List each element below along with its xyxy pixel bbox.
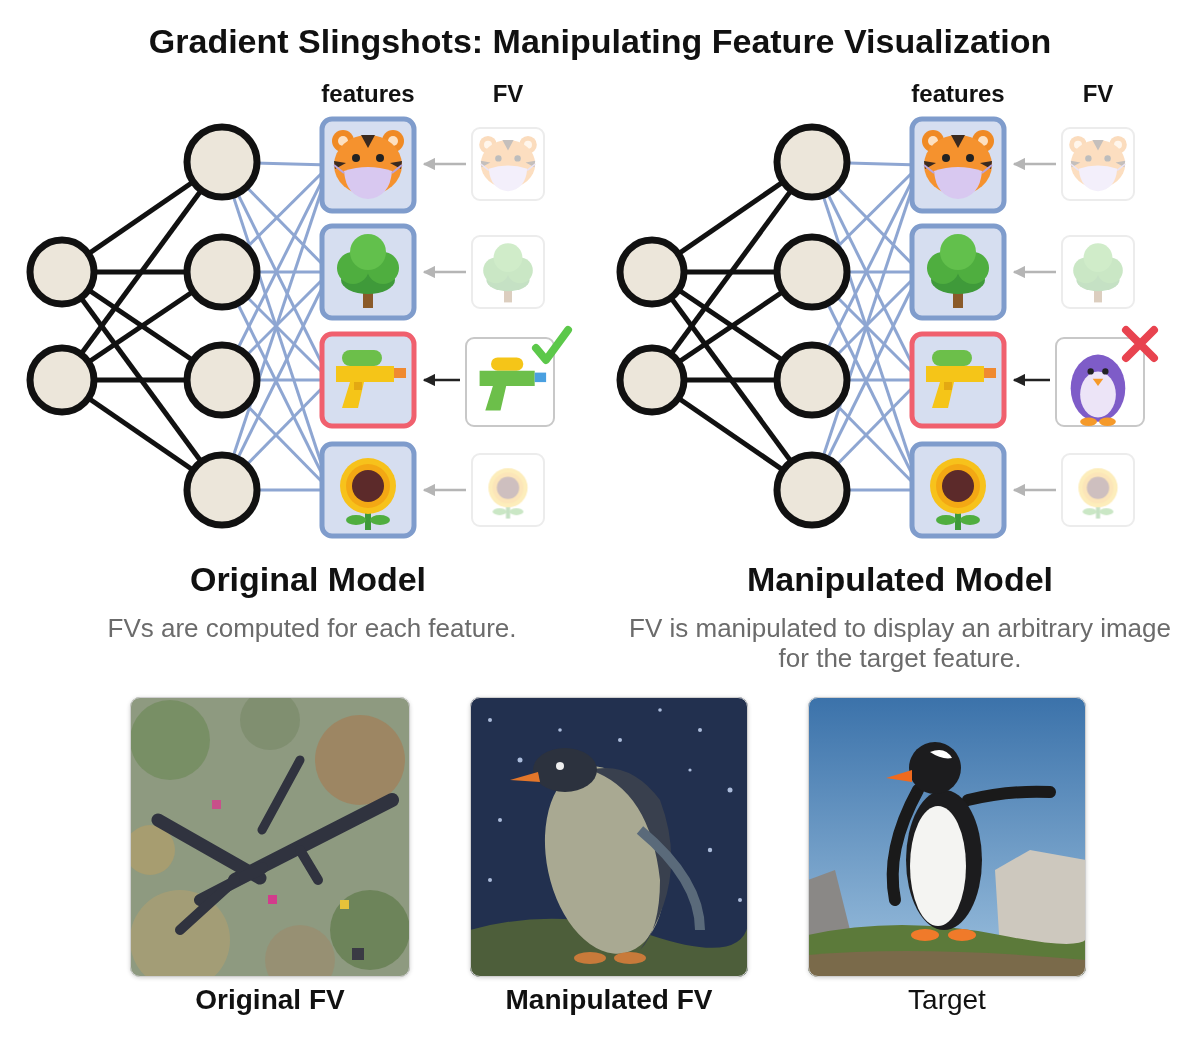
target-photo-part bbox=[968, 792, 1050, 800]
manipulated-fv-image-part bbox=[470, 697, 748, 977]
manipulated-fv-image-part bbox=[640, 830, 700, 930]
original-fv-image-part bbox=[315, 715, 405, 805]
target-photo-part bbox=[886, 770, 912, 782]
manipulated-fv-image-part bbox=[510, 772, 540, 782]
manipulated-fv-image-part-part bbox=[618, 738, 622, 742]
manipulated-fv-image-part bbox=[614, 952, 646, 964]
manipulated-fv-card-part bbox=[1126, 330, 1154, 358]
diagram-title: Gradient Slingshots: Manipulating Featur… bbox=[0, 22, 1200, 61]
image-frame: Target bbox=[808, 697, 1086, 977]
manipulated-fv-image-part bbox=[556, 762, 564, 770]
original-fv-image-part bbox=[352, 948, 364, 960]
manipulated-fv-image-part-part bbox=[558, 728, 562, 732]
column-header: FV bbox=[458, 80, 558, 108]
original-fv-image-part-part bbox=[158, 820, 260, 878]
original-network bbox=[30, 119, 544, 536]
manipulated-fv-image-part-part bbox=[488, 718, 492, 722]
target-photo-part bbox=[911, 929, 939, 941]
target-photo-part bbox=[995, 850, 1086, 950]
original-fv-image-part-part bbox=[180, 880, 235, 930]
image-caption: Target bbox=[749, 984, 1145, 1016]
panel-subtitle: FV is manipulated to display an arbitrar… bbox=[613, 614, 1188, 674]
manipulated-fv-card-part bbox=[1071, 355, 1126, 426]
manipulated-fv-image bbox=[470, 697, 748, 977]
manipulated-fv-image-part-part bbox=[698, 728, 702, 732]
original-fv-image-part-part bbox=[300, 850, 318, 880]
image-caption: Manipulated FV bbox=[411, 984, 807, 1016]
target-fv-card-part bbox=[536, 330, 568, 360]
manipulated-fv-image-part-part bbox=[708, 848, 712, 852]
manipulated-network bbox=[620, 119, 1134, 536]
original-fv-image-part-part bbox=[262, 760, 300, 830]
column-header: FV bbox=[1048, 80, 1148, 108]
manipulated-fv-card bbox=[1056, 330, 1154, 426]
target-photo-part bbox=[808, 925, 1086, 977]
panel-title: Manipulated Model bbox=[620, 560, 1180, 599]
image-caption: Original FV bbox=[71, 984, 469, 1016]
column-header: features bbox=[288, 80, 448, 108]
original-fv-image-part bbox=[240, 697, 300, 750]
manipulated-fv-image-part-part bbox=[488, 878, 492, 882]
original-fv-image bbox=[130, 697, 410, 977]
target-photo-part bbox=[909, 742, 961, 794]
manipulated-fv-image-part-part bbox=[688, 768, 691, 771]
panel-title: Original Model bbox=[48, 560, 568, 599]
manipulated-fv-image-part-part bbox=[738, 898, 742, 902]
target-photo-part bbox=[948, 929, 976, 941]
manipulated-fv-image-part-part bbox=[728, 788, 733, 793]
original-fv-image-part bbox=[268, 895, 277, 904]
image-frame: Manipulated FV bbox=[470, 697, 748, 977]
manipulated-fv-image-part-part bbox=[518, 758, 523, 763]
target-photo-part bbox=[906, 790, 982, 930]
original-fv-image-part bbox=[130, 700, 210, 780]
original-fv-image-part bbox=[265, 925, 335, 977]
image-frame: Original FV bbox=[130, 697, 410, 977]
column-header: features bbox=[878, 80, 1038, 108]
target-photo-part bbox=[808, 951, 1086, 977]
manipulated-fv-image-part-part bbox=[658, 708, 662, 712]
target-photo bbox=[808, 697, 1086, 977]
manipulated-fv-image-part-part bbox=[498, 818, 502, 822]
target-fv-card-part bbox=[480, 357, 546, 410]
manipulated-fv-image-part bbox=[533, 748, 597, 792]
original-fv-image-part bbox=[330, 890, 410, 970]
target-photo-part bbox=[910, 806, 966, 926]
original-fv-image-part bbox=[158, 760, 392, 930]
manipulated-fv-image-part bbox=[574, 952, 606, 964]
original-fv-image-part bbox=[212, 800, 221, 809]
target-photo-part bbox=[930, 750, 952, 758]
manipulated-fv-image-part bbox=[590, 768, 671, 950]
panel-subtitle: FVs are computed for each feature. bbox=[12, 614, 612, 644]
original-fv-image-part bbox=[340, 900, 349, 909]
target-fv-card bbox=[466, 330, 568, 426]
